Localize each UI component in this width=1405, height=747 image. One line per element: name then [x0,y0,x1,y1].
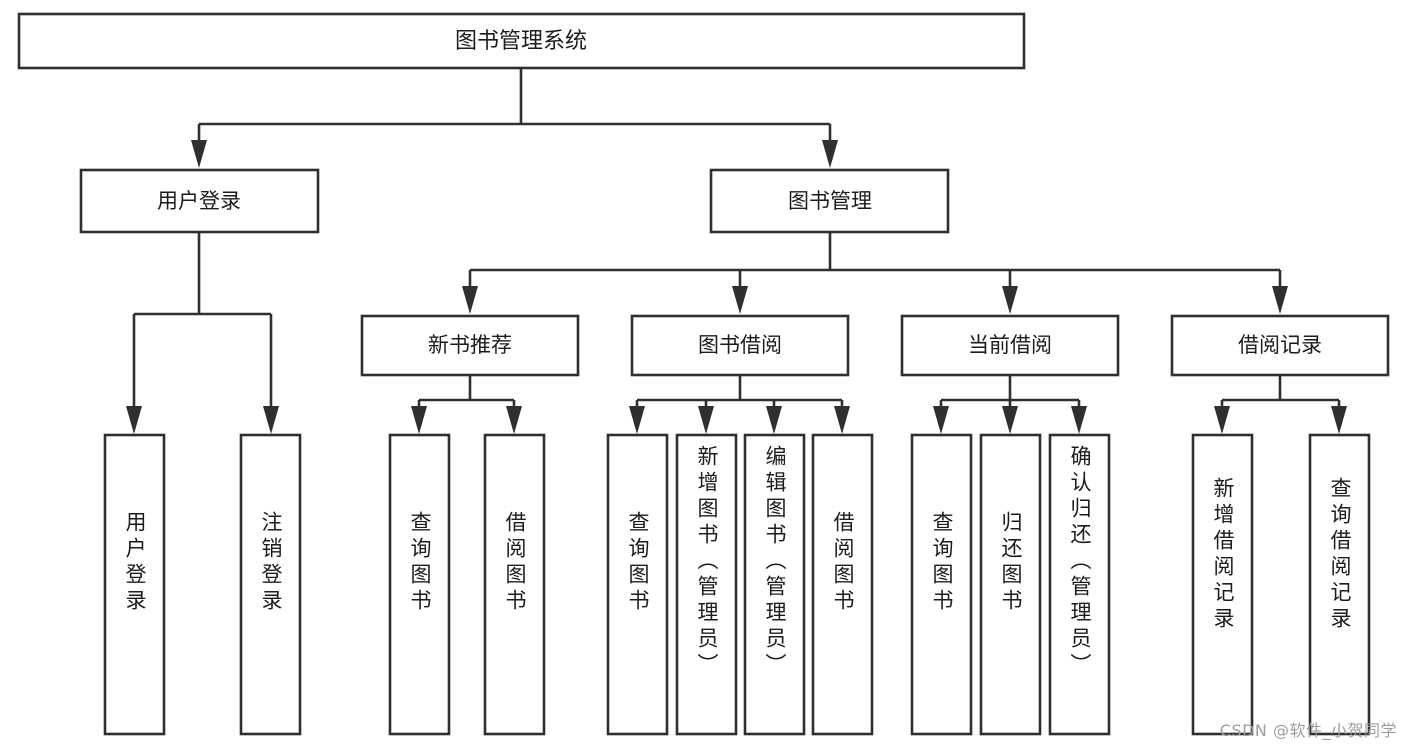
leaf-box-new-book-2[interactable] [483,433,546,736]
node-user-login[interactable]: 用户登录 [79,168,320,234]
leaf-box-current-borrow-1[interactable] [910,433,973,736]
leaf-box-borrow-record-2[interactable] [1308,433,1371,736]
node-book-management-label: 图书管理 [788,189,872,213]
leaf-box-borrow-record-1[interactable] [1191,433,1254,736]
node-new-book-recommend[interactable]: 新书推荐 [360,314,580,377]
watermark-text: CSDN @软件_小贺同学 [1219,721,1397,740]
node-new-book-recommend-label: 新书推荐 [428,333,512,357]
connector-userlogin-to-leaves [126,232,279,434]
connector-root-to-level1 [191,68,838,168]
connector-bookmgmt-to-level2 [462,232,1288,314]
node-book-management[interactable]: 图书管理 [709,168,950,234]
node-root-book-management-system[interactable]: 图书管理系统 [17,12,1026,70]
leaf-box-book-borrow-3[interactable] [743,433,806,736]
leaf-box-book-borrow-2[interactable] [675,433,738,736]
leaf-box-new-book-1[interactable] [388,433,451,736]
leaf-box-book-borrow-1[interactable] [606,433,669,736]
node-borrow-record[interactable]: 借阅记录 [1170,314,1390,377]
node-book-borrow[interactable]: 图书借阅 [630,314,850,377]
leaf-box-current-borrow-2[interactable] [979,433,1042,736]
connector-record-to-leaves [1214,375,1347,434]
node-borrow-record-label: 借阅记录 [1238,333,1322,357]
connector-newbook-to-leaves [411,375,522,434]
connector-borrow-to-leaves [629,375,850,434]
leaf-box-book-borrow-4[interactable] [811,433,874,736]
node-current-borrow[interactable]: 当前借阅 [900,314,1120,377]
leaf-box-user-login-1[interactable] [103,433,166,736]
node-user-login-label: 用户登录 [157,189,241,213]
node-current-borrow-label: 当前借阅 [968,333,1052,357]
node-root-label: 图书管理系统 [455,29,587,54]
node-book-borrow-label: 图书借阅 [698,333,782,357]
leaf-box-user-login-2[interactable] [239,433,302,736]
connector-current-to-leaves [933,375,1087,434]
leaf-box-current-borrow-3[interactable] [1048,433,1111,736]
